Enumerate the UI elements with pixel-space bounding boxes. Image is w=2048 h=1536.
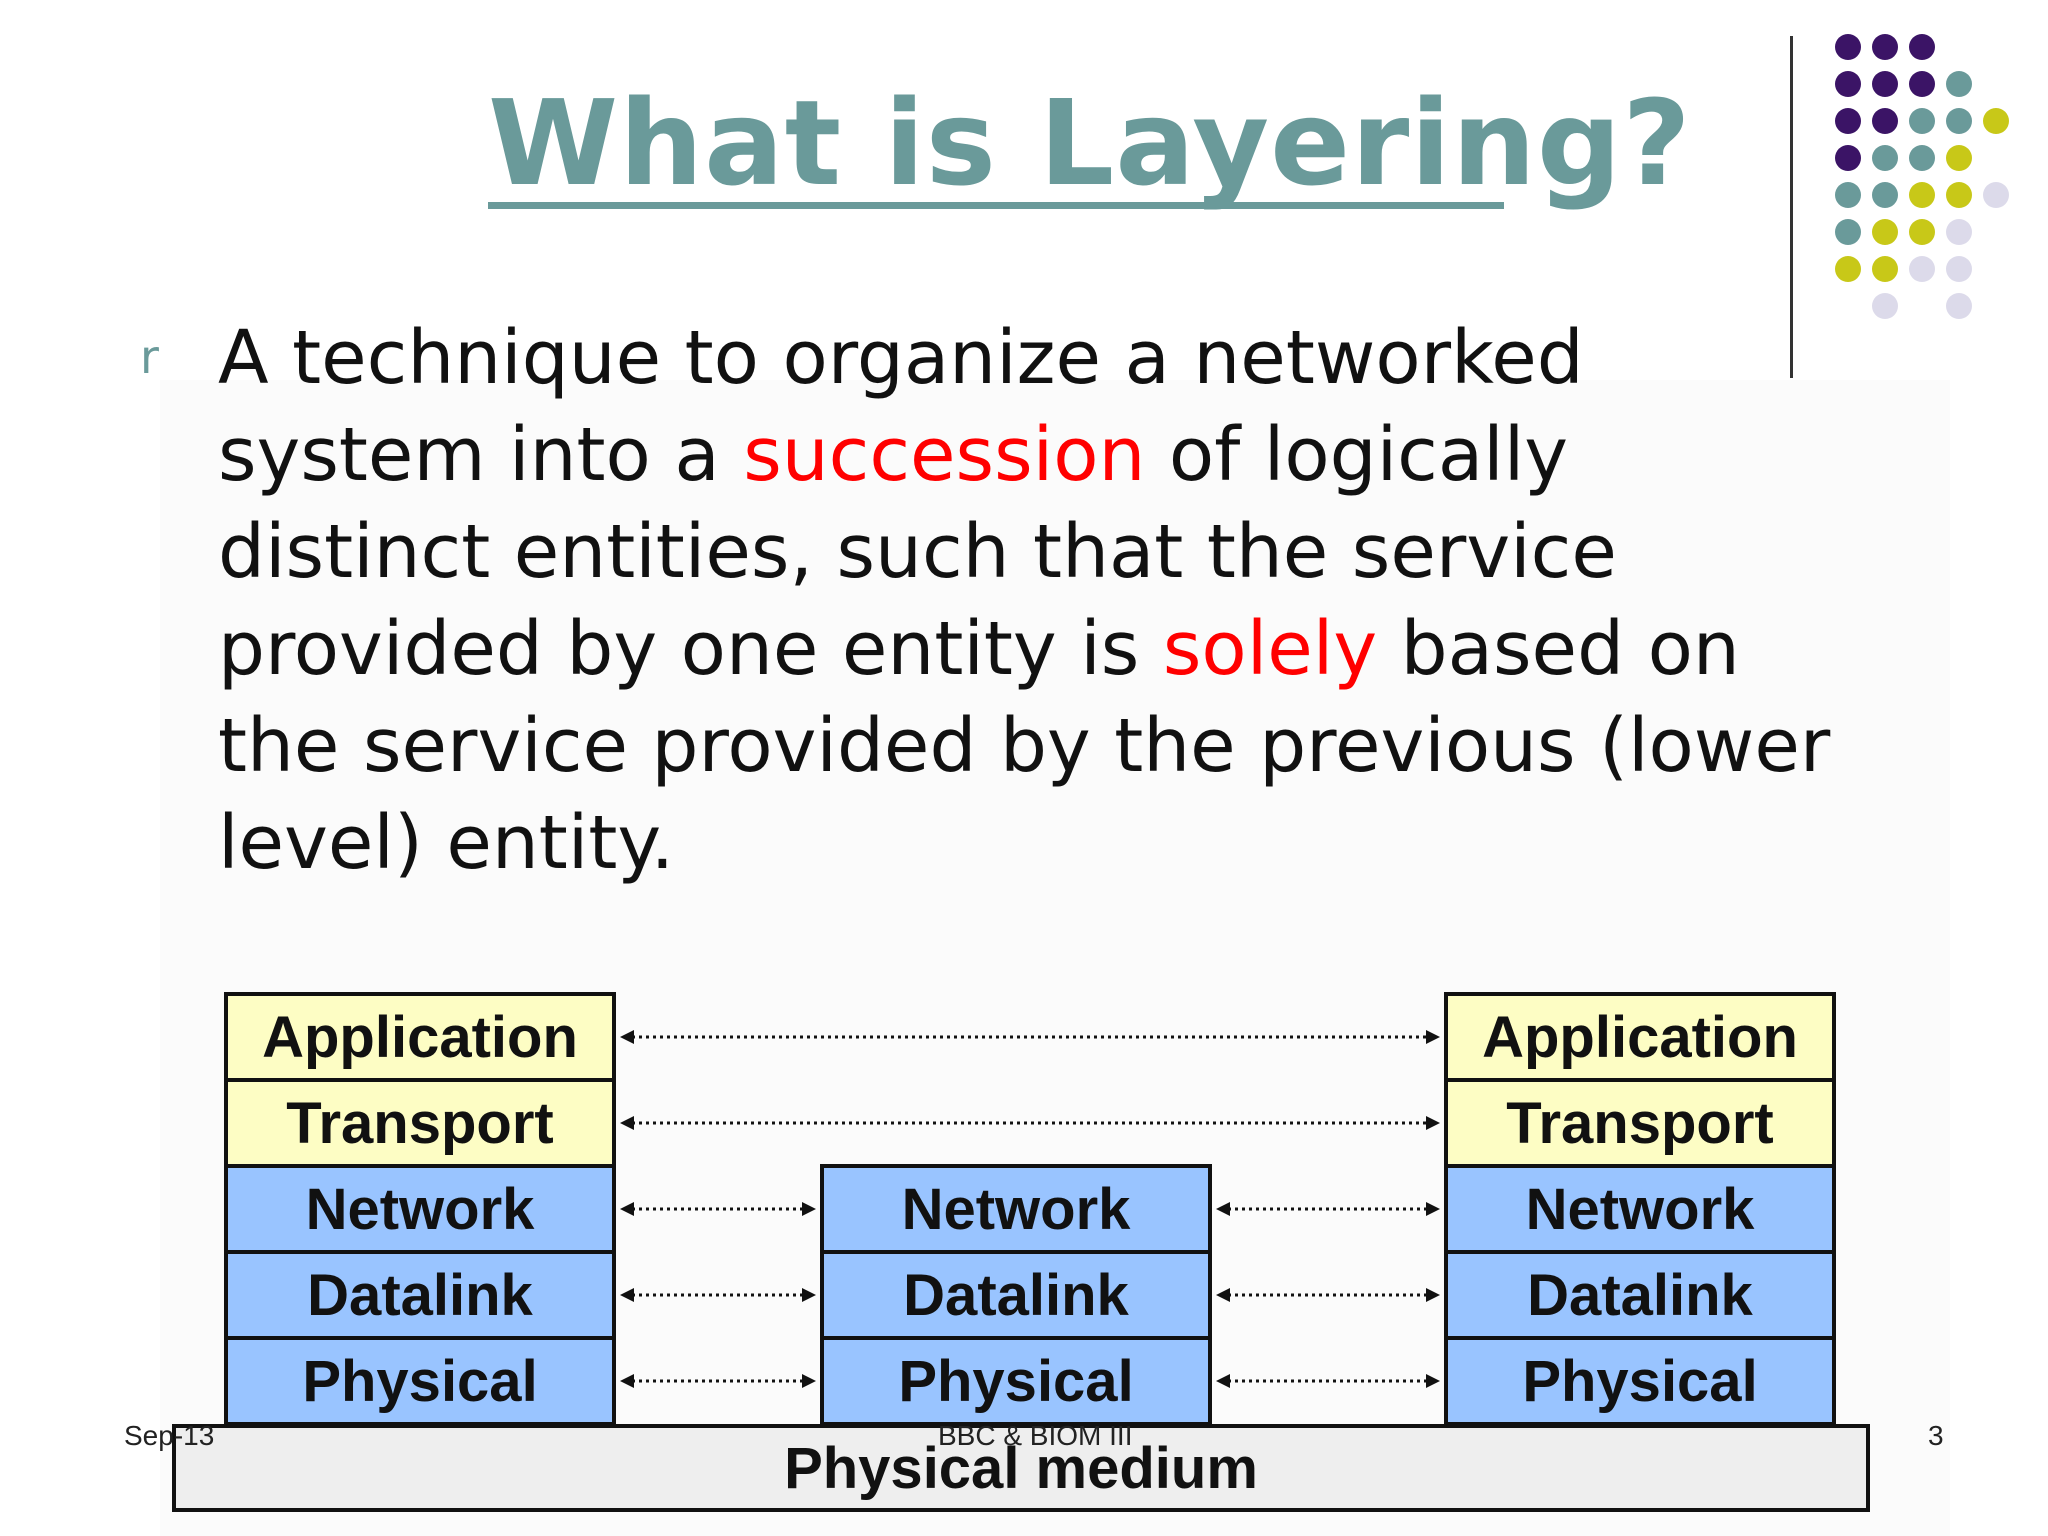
middle-stack-layer-datalink: Datalink (820, 1250, 1212, 1340)
decorative-dot (1872, 108, 1898, 134)
decorative-dot (1983, 182, 2009, 208)
decorative-dot (1872, 145, 1898, 171)
decorative-dot (1872, 293, 1898, 319)
decorative-dot (1835, 145, 1861, 171)
decorative-dot (1946, 219, 1972, 245)
decorative-dot (1909, 71, 1935, 97)
decorative-dot (1909, 108, 1935, 134)
paragraph-line: provided by one entity is solely based o… (218, 601, 1908, 698)
layer-label: Application (262, 1004, 578, 1070)
decorative-dot (1872, 256, 1898, 282)
decorative-dot (1946, 182, 1972, 208)
paragraph-text: the service provided by the previous (lo… (218, 703, 1831, 789)
layer-label: Datalink (1527, 1262, 1753, 1328)
title-underline (488, 202, 1504, 209)
slide-title: What is Layering? (488, 74, 1692, 212)
layer-label: Application (1482, 1004, 1798, 1070)
decorative-dot (1983, 108, 2009, 134)
decorative-dot (1872, 71, 1898, 97)
decorative-dot (1872, 182, 1898, 208)
paragraph-text: based on (1377, 606, 1740, 692)
decorative-dot (1909, 182, 1935, 208)
layer-label: Physical (1522, 1348, 1758, 1414)
right-stack-layer-physical: Physical (1444, 1336, 1836, 1426)
paragraph-text: A technique to organize a networked (218, 315, 1584, 401)
paragraph-text: system into a (218, 412, 744, 498)
layer-label: Transport (1506, 1090, 1774, 1156)
decorative-dot (1946, 293, 1972, 319)
paragraph-line: level) entity. (218, 795, 1908, 892)
left-stack-layer-transport: Transport (224, 1078, 616, 1168)
highlighted-word: solely (1162, 606, 1378, 692)
decorative-dot (1946, 71, 1972, 97)
footer-page-number: 3 (1928, 1420, 1944, 1451)
left-stack-layer-network: Network (224, 1164, 616, 1254)
paragraph-line: system into a succession of logically (218, 407, 1908, 504)
footer-course: BBC & BIOM III (938, 1420, 1133, 1451)
decorative-dot (1946, 256, 1972, 282)
decorative-dot (1946, 145, 1972, 171)
layer-label: Datalink (903, 1262, 1129, 1328)
paragraph-line: distinct entities, such that the service (218, 504, 1908, 601)
decorative-dot (1835, 182, 1861, 208)
decorative-dot (1835, 34, 1861, 60)
paragraph-line: the service provided by the previous (lo… (218, 698, 1908, 795)
layer-label: Network (305, 1176, 535, 1242)
highlighted-word: succession (743, 412, 1146, 498)
left-stack-layer-physical: Physical (224, 1336, 616, 1426)
physical-medium-label: Physical medium (784, 1436, 1258, 1501)
paragraph-text: level) entity. (218, 800, 675, 886)
decorative-dot (1946, 108, 1972, 134)
middle-stack-layer-physical: Physical (820, 1336, 1212, 1426)
bullet-marker: r (140, 330, 159, 384)
physical-medium-box: Physical medium (172, 1424, 1870, 1512)
layer-label: Physical (302, 1348, 538, 1414)
right-stack-layer-datalink: Datalink (1444, 1250, 1836, 1340)
paragraph-text: of logically (1145, 412, 1569, 498)
decorative-dot (1909, 256, 1935, 282)
decorative-dot (1835, 219, 1861, 245)
layer-label: Physical (898, 1348, 1134, 1414)
middle-stack-layer-network: Network (820, 1164, 1212, 1254)
decorative-dot (1835, 256, 1861, 282)
right-stack-layer-transport: Transport (1444, 1078, 1836, 1168)
decorative-dot (1909, 219, 1935, 245)
decorative-dot (1909, 34, 1935, 60)
decorative-divider (1790, 36, 1793, 378)
left-stack-layer-application: Application (224, 992, 616, 1082)
footer-date: Sep-13 (124, 1420, 215, 1451)
decorative-dot (1909, 145, 1935, 171)
paragraph-line: A technique to organize a networked (218, 310, 1908, 407)
layer-label: Datalink (307, 1262, 533, 1328)
left-stack-layer-datalink: Datalink (224, 1250, 616, 1340)
layer-label: Transport (286, 1090, 554, 1156)
decorative-dot (1835, 108, 1861, 134)
paragraph-text: provided by one entity is (218, 606, 1163, 692)
right-stack-layer-application: Application (1444, 992, 1836, 1082)
layer-label: Network (901, 1176, 1131, 1242)
paragraph-text: distinct entities, such that the service (218, 509, 1617, 595)
decorative-dot-grid (1835, 34, 2009, 319)
layer-label: Network (1525, 1176, 1755, 1242)
decorative-dot (1872, 219, 1898, 245)
right-stack-layer-network: Network (1444, 1164, 1836, 1254)
decorative-dot (1872, 34, 1898, 60)
decorative-dot (1835, 71, 1861, 97)
